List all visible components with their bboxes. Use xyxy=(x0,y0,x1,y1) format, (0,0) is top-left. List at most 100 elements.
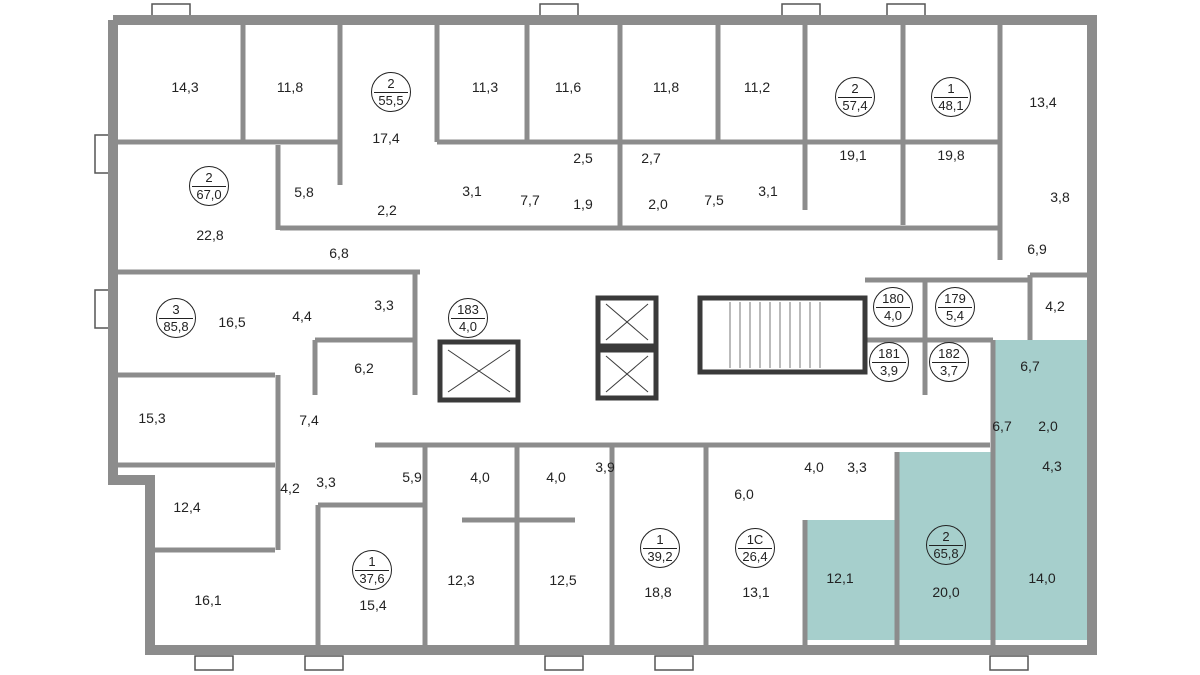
windows xyxy=(94,3,1029,671)
apartment-rooms: 2 xyxy=(942,529,950,544)
room-area: 4,0 xyxy=(804,459,824,475)
storage-area: 3,7 xyxy=(939,363,959,378)
apartment-area: 37,6 xyxy=(359,571,385,586)
apartment-rooms: 1 xyxy=(947,81,955,96)
room-area: 3,8 xyxy=(1050,189,1070,205)
room-area: 2,7 xyxy=(641,150,661,166)
room-area: 6,0 xyxy=(734,486,754,502)
room-area: 16,1 xyxy=(194,592,222,608)
room-area: 11,6 xyxy=(554,79,582,95)
core-elevators xyxy=(437,295,659,403)
apartment-area: 55,5 xyxy=(378,93,404,108)
storage-area: 4,0 xyxy=(458,319,478,334)
apartment-rooms: 2 xyxy=(387,76,395,91)
room-area: 11,8 xyxy=(652,79,680,95)
room-area: 3,1 xyxy=(758,183,778,199)
apartment-area: 67,0 xyxy=(196,187,222,202)
apartment-rooms: 1 xyxy=(368,554,376,569)
room-area: 14,0 xyxy=(1028,570,1056,586)
apartment-area: 39,2 xyxy=(647,549,673,564)
apartment-rooms: 1С xyxy=(746,532,764,547)
room-area: 12,4 xyxy=(173,499,201,515)
apartment-area: 85,8 xyxy=(163,319,189,334)
room-area: 16,5 xyxy=(218,314,246,330)
highlighted-apartment-area[interactable] xyxy=(806,340,1090,640)
room-area: 2,0 xyxy=(1038,418,1058,434)
room-area: 11,8 xyxy=(276,79,304,95)
room-area: 4,0 xyxy=(470,469,490,485)
storage-number: 181 xyxy=(878,346,900,361)
storage-number: 180 xyxy=(882,291,904,306)
room-area: 2,2 xyxy=(377,202,397,218)
stairwell xyxy=(697,295,868,375)
room-area: 4,0 xyxy=(546,469,566,485)
room-area: 7,4 xyxy=(299,412,319,428)
room-area: 3,3 xyxy=(316,474,336,490)
room-area: 11,2 xyxy=(743,79,771,95)
room-area: 6,8 xyxy=(329,245,349,261)
room-area: 11,3 xyxy=(471,79,499,95)
apartment-area: 65,8 xyxy=(933,546,959,561)
apartment-rooms: 2 xyxy=(205,170,213,185)
room-area: 4,3 xyxy=(1042,458,1062,474)
room-area: 14,3 xyxy=(171,79,199,95)
room-area: 6,7 xyxy=(1020,358,1040,374)
room-area: 12,3 xyxy=(447,572,475,588)
room-area: 19,8 xyxy=(937,147,965,163)
room-area: 3,9 xyxy=(595,459,615,475)
room-area: 13,4 xyxy=(1029,94,1057,110)
room-area: 4,2 xyxy=(280,480,300,496)
room-area: 6,9 xyxy=(1027,241,1047,257)
room-area: 17,4 xyxy=(372,130,400,146)
room-area: 15,4 xyxy=(359,597,387,613)
room-area: 12,5 xyxy=(549,572,577,588)
apartment-area: 26,4 xyxy=(742,549,768,564)
apartment-rooms: 1 xyxy=(656,532,664,547)
inner-walls xyxy=(118,25,1090,645)
room-area: 2,5 xyxy=(573,150,593,166)
storage-area: 5,4 xyxy=(945,308,965,323)
room-area: 3,3 xyxy=(847,459,867,475)
room-area: 12,1 xyxy=(826,570,854,586)
room-area: 5,8 xyxy=(294,184,314,200)
apartment-rooms: 2 xyxy=(851,81,859,96)
room-area: 20,0 xyxy=(932,584,960,600)
apartment-area: 48,1 xyxy=(938,98,964,113)
room-area: 6,2 xyxy=(354,360,374,376)
room-area: 19,1 xyxy=(839,147,867,163)
room-area: 22,8 xyxy=(196,227,224,243)
room-area: 4,2 xyxy=(1045,298,1065,314)
room-area: 15,3 xyxy=(138,410,166,426)
apartment-rooms: 3 xyxy=(172,302,180,317)
storage-area: 3,9 xyxy=(879,363,899,378)
outer-walls xyxy=(108,15,1097,655)
room-area: 3,3 xyxy=(374,297,394,313)
room-area: 18,8 xyxy=(644,584,672,600)
room-area: 3,1 xyxy=(462,183,482,199)
apartment-marker[interactable]: 1С 26,4 xyxy=(735,528,775,568)
room-area: 13,1 xyxy=(742,584,770,600)
apartment-area: 57,4 xyxy=(842,98,868,113)
room-area: 1,9 xyxy=(573,196,593,212)
room-area: 7,7 xyxy=(520,192,540,208)
room-area: 6,7 xyxy=(992,418,1012,434)
storage-number: 182 xyxy=(938,346,960,361)
storage-number: 179 xyxy=(944,291,966,306)
room-area: 4,4 xyxy=(292,308,312,324)
room-area: 7,5 xyxy=(704,192,724,208)
storage-number: 183 xyxy=(457,302,479,317)
